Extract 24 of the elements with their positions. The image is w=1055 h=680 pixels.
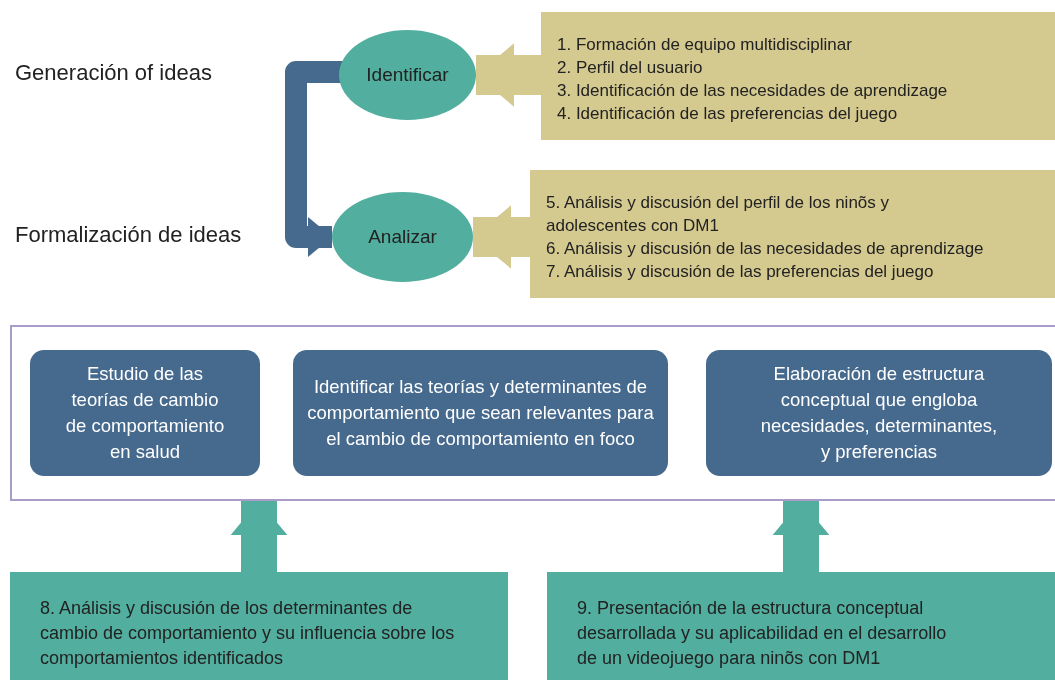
list-item: 5. Análisis y discusión del perfil de los ninõs y adolescentes con DM1 <box>546 192 890 237</box>
process-box: Estudio de las teorías de cambio de comportamiento en salud <box>30 350 260 476</box>
process-box: Elaboración de estructura conceptual que engloba necesidades, determinantes, y preferencias <box>706 350 1052 476</box>
arrow <box>476 43 541 107</box>
list-item: 6. Análisis y discusión de las necesidades de aprendizage <box>546 238 985 260</box>
activity-box: 8. Análisis y discusión de los determinantes de cambio de comportamiento y su influencia sobre los comportamientos identificados <box>10 572 508 680</box>
list-item: 4. Identificación de las preferencias del juego <box>557 103 899 125</box>
list-item: 3. Identificación de las necesidades de aprendizage <box>557 80 949 102</box>
activity-list-box <box>541 12 1055 140</box>
phase-label: Generación of ideas <box>15 60 212 86</box>
list-item: 2. Perfil del usuario <box>557 57 704 79</box>
group-frame <box>10 325 1055 501</box>
arrow <box>230 501 288 572</box>
activity-list-box <box>530 170 1055 298</box>
activity-box: 9. Presentación de la estructura conceptual desarrollada y su aplicabilidad en el desarrollo de un videojuego para ninõs con DM1 <box>547 572 1055 680</box>
list-item: 7. Análisis y discusión de las preferencias del juego <box>546 261 935 283</box>
phase-ellipse: Analizar <box>332 192 473 282</box>
process-box: Identificar las teorías y determinantes de comportamiento que sean relevantes para el cambio de comportamiento en foco <box>293 350 668 476</box>
arrow <box>285 61 343 258</box>
arrow <box>473 205 530 269</box>
phase-ellipse: Identificar <box>339 30 476 120</box>
phase-label: Formalización de ideas <box>15 222 242 248</box>
arrow <box>772 501 830 572</box>
list-item: 1. Formación de equipo multidisciplinar <box>557 34 853 56</box>
